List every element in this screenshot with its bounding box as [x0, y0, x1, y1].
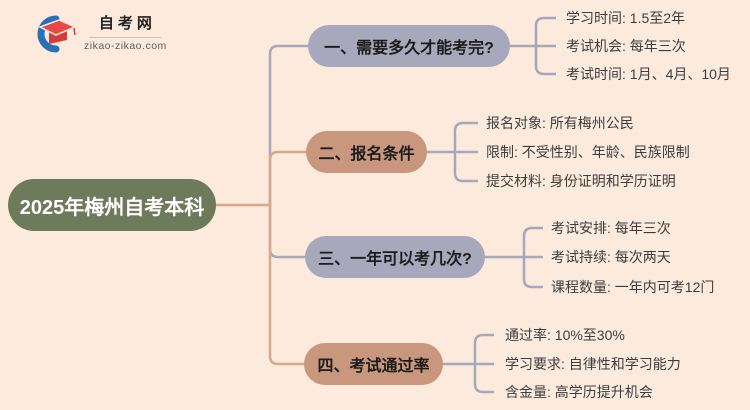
logo-divider	[89, 37, 162, 39]
leaf-node: 课程数量: 一年内可考12门	[551, 279, 715, 295]
branch-node-4: 四、考试通过率	[304, 343, 443, 385]
leaf-node: 限制: 不受性别、年龄、民族限制	[486, 144, 690, 160]
fork-branch-2	[427, 121, 478, 183]
connector-branch-3	[268, 205, 305, 259]
leaf-node: 考试安排: 每年三次	[551, 220, 671, 236]
fork-branch-4	[443, 333, 494, 394]
leaf-node: 考试持续: 每次两天	[551, 249, 671, 265]
fork-branch-1	[510, 16, 556, 76]
leaf-node: 考试时间: 1月、4月、10月	[566, 66, 731, 82]
leaf-node: 通过率: 10%至30%	[505, 327, 625, 343]
connector-branch-1	[268, 44, 308, 205]
leaf-node: 学习要求: 自律性和学习能力	[505, 356, 681, 372]
site-logo[interactable]: 自考网 zikao-zikao.com	[30, 14, 167, 54]
root-node: 2025年梅州自考本科	[8, 179, 216, 231]
leaf-node: 报名对象: 所有梅州公民	[486, 115, 634, 131]
fork-branch-3	[485, 226, 543, 289]
leaf-node: 含金量: 高学历提升机会	[505, 384, 653, 400]
graduation-cap-icon	[37, 15, 77, 53]
leaf-node: 提交材料: 身份证明和学历证明	[486, 173, 676, 189]
branch-node-1: 一、需要多久才能考完?	[308, 25, 510, 67]
connector-branch-2	[268, 150, 306, 205]
site-url: zikao-zikao.com	[84, 40, 167, 53]
leaf-node: 学习时间: 1.5至2年	[566, 10, 686, 26]
leaf-node: 考试机会: 每年三次	[566, 38, 686, 54]
site-name: 自考网	[98, 15, 156, 33]
connector-branch-4	[268, 205, 304, 366]
branch-node-2: 二、报名条件	[306, 131, 427, 173]
branch-node-3: 三、一年可以考几次?	[305, 236, 485, 278]
